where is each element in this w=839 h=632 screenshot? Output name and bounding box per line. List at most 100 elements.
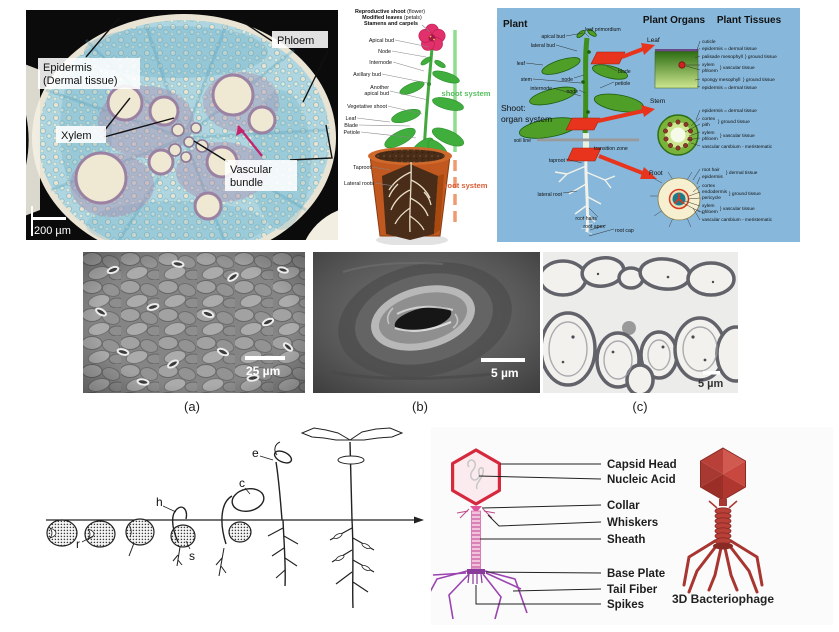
sketch-apical-bud: apical bud [541, 34, 565, 40]
caption-a: (a) [184, 399, 200, 414]
phage-label-sheath: Sheath [607, 534, 645, 546]
label-root-system: root system [444, 181, 487, 190]
stem-tissue-cortex: cortex [702, 116, 716, 122]
label-node: Node [378, 49, 391, 55]
stem-organ-graphic [657, 114, 699, 156]
stem-tissue-cambium: vascular cambium - meristematic [702, 144, 773, 150]
label-shoot-system: shoot system [442, 89, 491, 98]
leaf-tissue-spongy: spongy mesophyll [702, 77, 740, 83]
label-internode: Internode [369, 60, 392, 66]
phage-label-tail-fiber: Tail Fiber [607, 584, 658, 596]
sketch-root-hairs: root hairs [575, 216, 597, 222]
root-tissue-dermal: } dermal tissue [726, 170, 758, 176]
germ-label-h: h [156, 495, 163, 509]
cell-speckles [561, 272, 715, 364]
scale-bar-5um-b: 5 µm [481, 358, 525, 380]
scale-text-c: 5 µm [698, 378, 724, 390]
scale-bar-text: 200 µm [34, 225, 71, 237]
shoot-root-diagram: Reproductive shoot (flower) Modified lea… [344, 9, 491, 245]
label-petiole: Petiole [344, 130, 360, 136]
flower-graphic [418, 23, 446, 51]
leaf-tissue-phloem: phloem [702, 68, 718, 74]
phage-label-nucleic-acid: Nucleic Acid [607, 474, 676, 486]
label-epidermis-line1: Epidermis [43, 62, 92, 74]
stomata [95, 260, 294, 386]
heading-plant-organs: Plant Organs [643, 15, 706, 26]
cell-inner-texture [548, 321, 718, 380]
stem-tissue-xylem: xylem [702, 130, 715, 136]
root-organ-graphic [650, 171, 706, 228]
leaf-tissue-epidermis-bottom: epidermis = dermal tissue [702, 85, 757, 91]
cell-graphics [543, 256, 738, 393]
germination-drawing: r h s c e [46, 427, 424, 609]
sketch-transition-zone: transition zone [594, 146, 628, 152]
stem-tissue-vascular: } vascular tissue [720, 133, 755, 139]
label-apical-bud: Apical bud [369, 38, 394, 44]
plant-graphic [368, 23, 465, 245]
phage-label-spikes: Spikes [607, 599, 644, 611]
phage-3d-caption: 3D Bacteriophage [672, 592, 774, 606]
label-stamens-carpels: Stamens and carpels [364, 21, 418, 27]
label-shoot-line2: organ system [501, 114, 552, 124]
root-tissue-vascular: } vascular tissue [720, 206, 755, 212]
micrograph-annotations [85, 17, 333, 163]
label-taproot: Taproot [353, 165, 371, 171]
organ-stem-label: Stem [650, 98, 665, 105]
label-phloem: Phloem [277, 35, 314, 47]
pot-graphic [368, 147, 452, 245]
sketch-root-cap: root cap [615, 228, 634, 234]
micrograph-b-stoma: 5 µm [313, 252, 540, 393]
micrograph-c-cells: 5 µm [543, 252, 738, 393]
leaf-tissue-lines [685, 40, 701, 88]
spikes-graphic [467, 573, 483, 584]
root-tissue-phloem: phloem [702, 209, 718, 215]
sketch-leaf-primordium: leaf primordium [585, 27, 621, 33]
germ-label-s: s [189, 549, 195, 563]
heading-plant-tissues: Plant Tissues [717, 15, 782, 26]
seeds [46, 518, 252, 548]
stem-tissue-ground: } ground tissue [718, 119, 750, 125]
label-modified-leaves: Modified leaves (petals) [362, 15, 422, 21]
label-reproductive-shoot: Reproductive shoot (flower) [355, 9, 425, 15]
phage-label-whiskers: Whiskers [607, 517, 658, 529]
stem-tissue-epidermis: epidermis = dermal tissue [702, 108, 757, 114]
phage-label-base-plate: Base Plate [607, 568, 665, 580]
root-tissue-endodermis: endodermis [702, 189, 728, 195]
label-leaf: Leaf [346, 116, 357, 122]
micrograph-a-leaf-surface: 25 µm [83, 252, 305, 393]
collar-graphic [470, 506, 482, 513]
label-vegetative-shoot: Vegetative shoot [347, 104, 387, 110]
root-tissue-root-hair: root hair [702, 167, 720, 173]
label-another-line1: Another [370, 85, 389, 91]
scale-text-b: 5 µm [491, 366, 519, 380]
capsid-head-graphic [451, 448, 502, 506]
phage-2d-graphic [431, 448, 528, 620]
scale-bar-5um-c: 5 µm [698, 371, 724, 390]
phage-3d-graphic [682, 447, 764, 594]
root-tissue-cambium: vascular cambium - meristematic [702, 217, 773, 223]
sketch-taproot: taproot [549, 158, 566, 164]
phage-connector-lines [475, 463, 602, 605]
scale-bar-25um: 25 µm [245, 356, 285, 378]
sketch-node-a: node [561, 77, 573, 83]
leaf-tissue-vascular: } vascular tissue [720, 65, 755, 71]
micrograph-label-boxes [38, 31, 328, 191]
organ-leaf-label: Leaf [647, 37, 660, 44]
plant-organs-tissues-panel: Plant Plant Organs Plant Tissues [497, 8, 800, 242]
leaf-tissue-xylem: xylem [702, 62, 715, 68]
label-shoot-line1: Shoot: [501, 103, 526, 113]
sketch-lateral-root: lateral root [537, 192, 562, 198]
scale-text-a: 25 µm [246, 364, 280, 378]
root-tissue-ground: } ground tissue [729, 191, 761, 197]
caption-b: (b) [412, 399, 428, 414]
sketch-node-b: node [566, 89, 578, 95]
pointer-lines [356, 24, 431, 187]
stage-pointer-lines [81, 455, 274, 550]
root-tissue-cortex: cortex [702, 183, 716, 189]
seedling-stages [128, 427, 404, 609]
sketch-internode: internode [530, 86, 552, 92]
label-blade: Blade [344, 123, 358, 129]
sketch-root-apex: root apex [583, 224, 605, 230]
panel-title: Plant [503, 19, 528, 30]
leaf-tissue-cuticle: cuticle [702, 39, 716, 45]
